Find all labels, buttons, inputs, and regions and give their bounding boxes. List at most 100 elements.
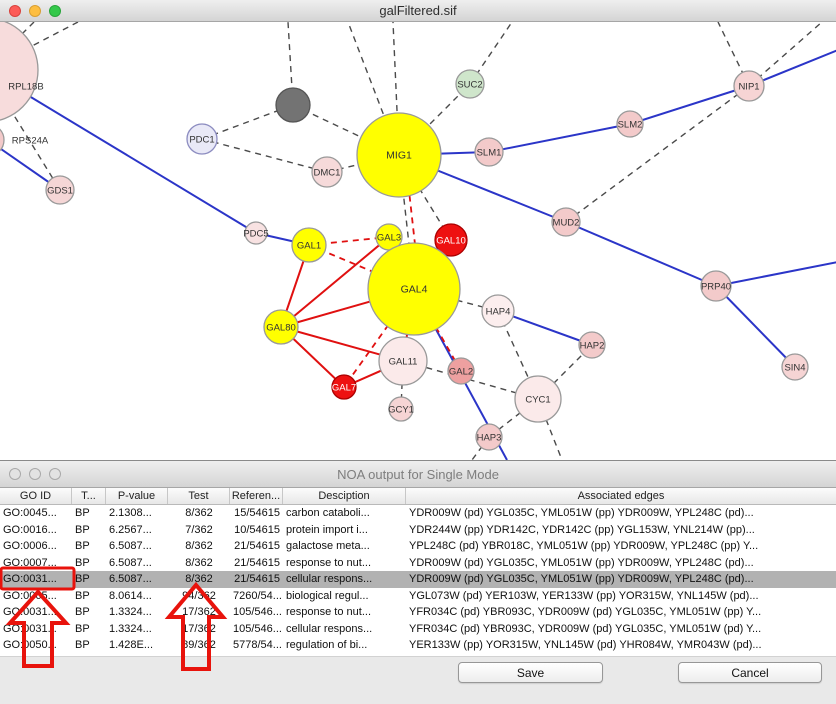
node-label: HAP2 bbox=[580, 341, 605, 352]
network-node-cyc1[interactable]: CYC1 bbox=[514, 375, 562, 423]
column-header-go-id[interactable]: GO ID bbox=[0, 488, 72, 504]
minimize-button[interactable] bbox=[29, 4, 41, 17]
network-node-unlabeled[interactable] bbox=[275, 87, 311, 123]
network-node-gal1[interactable]: GAL1 bbox=[291, 227, 327, 263]
cell: YDR009W (pd) YGL035C, YML051W (pp) YDR00… bbox=[409, 573, 754, 585]
cancel-button[interactable]: Cancel bbox=[678, 662, 822, 683]
network-edge[interactable] bbox=[497, 310, 593, 346]
column-header-desciption[interactable]: Desciption bbox=[283, 488, 406, 504]
network-edge[interactable] bbox=[343, 288, 415, 388]
network-node-gal11[interactable]: GAL11 bbox=[378, 336, 428, 386]
network-node-prp40[interactable]: PRP40 bbox=[700, 270, 732, 302]
button-bar: Save Cancel bbox=[0, 656, 836, 704]
node-label: SUC2 bbox=[457, 80, 482, 91]
cell: galactose meta... bbox=[286, 540, 370, 552]
network-node-hap2[interactable]: HAP2 bbox=[578, 331, 606, 359]
cell: YER133W (pp) YOR315W, YNL145W (pd) YHR08… bbox=[409, 639, 762, 651]
cell: GO:0045... bbox=[3, 507, 57, 519]
node-label: GAL11 bbox=[389, 357, 418, 368]
zoom-button[interactable] bbox=[49, 468, 61, 480]
network-edge[interactable] bbox=[629, 85, 750, 125]
node-label: HAP3 bbox=[477, 433, 502, 444]
close-button[interactable] bbox=[9, 4, 21, 17]
network-node-dmc1[interactable]: DMC1 bbox=[311, 156, 343, 188]
cell: 6.5087... bbox=[109, 540, 152, 552]
column-header-t[interactable]: T... bbox=[72, 488, 106, 504]
network-node-hap3[interactable]: HAP3 bbox=[475, 423, 503, 451]
network-node-pdc1[interactable]: PDC1 bbox=[186, 123, 218, 155]
network-edge[interactable] bbox=[201, 138, 328, 173]
column-header-associated-edges[interactable]: Associated edges bbox=[577, 490, 665, 502]
network-node-sin4[interactable]: SIN4 bbox=[781, 353, 809, 381]
column-header-referen[interactable]: Referen... bbox=[230, 488, 283, 504]
cell: 7260/54... bbox=[233, 589, 282, 602]
cell: 2.1308... bbox=[109, 507, 152, 519]
cell: 8/362 bbox=[185, 556, 213, 569]
network-node-nip1[interactable]: NIP1 bbox=[733, 70, 765, 102]
network-node-hap4[interactable]: HAP4 bbox=[481, 294, 515, 328]
cell: 7/362 bbox=[185, 523, 213, 536]
network-node-rps24a[interactable]: RPS24A bbox=[0, 124, 49, 156]
network-node-slm2[interactable]: SLM2 bbox=[616, 110, 644, 138]
cell: 1.428E... bbox=[109, 639, 154, 651]
network-edge[interactable] bbox=[308, 244, 415, 290]
network-node-gal4[interactable]: GAL4 bbox=[367, 242, 461, 336]
zoom-button[interactable] bbox=[49, 4, 61, 17]
network-node-gal7[interactable]: GAL7 bbox=[331, 374, 357, 400]
cell: carbon cataboli... bbox=[286, 507, 370, 519]
cell: 5778/54... bbox=[233, 639, 282, 651]
network-edge[interactable] bbox=[0, 70, 257, 234]
cell: biological regul... bbox=[286, 589, 369, 602]
network-node-gcy1[interactable]: GCY1 bbox=[388, 396, 414, 422]
network-node-suc2[interactable]: SUC2 bbox=[455, 69, 485, 99]
close-button[interactable] bbox=[9, 468, 21, 480]
column-header-test[interactable]: Test bbox=[168, 488, 230, 504]
network-node-gal10[interactable]: GAL10 bbox=[434, 223, 468, 257]
network-edge[interactable] bbox=[292, 104, 400, 156]
network-node-mig1[interactable]: MIG1 bbox=[356, 112, 442, 198]
network-node-gal2[interactable]: GAL2 bbox=[447, 357, 475, 385]
network-edge[interactable] bbox=[715, 285, 796, 368]
network-node-gal80[interactable]: GAL80 bbox=[263, 309, 299, 345]
minimize-button[interactable] bbox=[29, 468, 41, 480]
network-edge[interactable] bbox=[488, 123, 631, 153]
network-edge[interactable] bbox=[748, 49, 836, 87]
network-edge[interactable] bbox=[280, 236, 390, 328]
cell: GO:0031... bbox=[3, 573, 57, 585]
network-node-slm1[interactable]: SLM1 bbox=[474, 137, 504, 167]
node-label: SLM2 bbox=[618, 120, 643, 131]
network-edge[interactable] bbox=[715, 261, 836, 287]
network-window-titlebar[interactable]: galFiltered.sif bbox=[0, 0, 836, 22]
cell: 21/54615 bbox=[234, 556, 280, 569]
node-label: NIP1 bbox=[738, 82, 759, 93]
network-edge[interactable] bbox=[565, 85, 750, 223]
column-header-p-value[interactable]: P-value bbox=[106, 488, 168, 504]
network-edge[interactable] bbox=[748, 22, 823, 87]
network-node-pdc5[interactable]: PDC5 bbox=[243, 221, 269, 245]
node-label: GCY1 bbox=[388, 405, 414, 416]
node-label: HAP4 bbox=[486, 307, 511, 318]
network-node-gds1[interactable]: GDS1 bbox=[45, 175, 75, 205]
node-label: MIG1 bbox=[386, 150, 412, 162]
network-node-mud2[interactable]: MUD2 bbox=[551, 207, 581, 237]
noa-window-titlebar[interactable]: NOA output for Single Mode bbox=[0, 461, 836, 488]
save-button[interactable]: Save bbox=[458, 662, 603, 683]
network-edge[interactable] bbox=[565, 221, 717, 287]
traffic-lights bbox=[9, 0, 61, 21]
network-node-rpl18b[interactable]: RPL18B bbox=[0, 22, 44, 122]
node-label: GAL1 bbox=[297, 241, 321, 252]
network-edge[interactable] bbox=[0, 70, 61, 191]
node-label: GAL2 bbox=[449, 367, 473, 378]
cell: BP bbox=[75, 507, 90, 519]
